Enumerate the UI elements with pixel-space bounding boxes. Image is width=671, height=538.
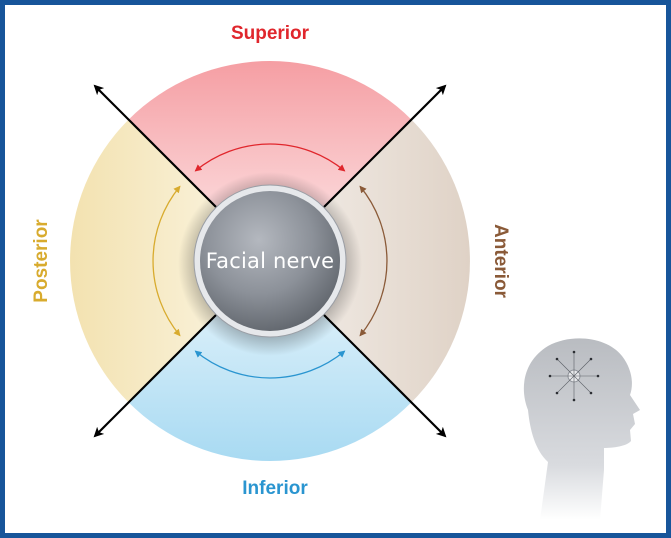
posterior-label: Posterior <box>31 219 52 303</box>
anterior-sector <box>270 119 470 403</box>
posterior-curved-arrow <box>152 185 181 337</box>
inferior-sector <box>128 261 412 461</box>
superior-label: Superior <box>230 23 310 44</box>
inferior-curved-arrow <box>194 350 346 379</box>
inferior-label: Inferior <box>242 478 308 499</box>
posterior-sector <box>70 119 271 403</box>
superior-curved-arrow <box>194 143 346 172</box>
facial-nerve-disc <box>200 191 340 331</box>
anterior-label: Anterior <box>490 224 511 298</box>
superior-sector <box>128 61 412 261</box>
facial-nerve-label: Facial nerve <box>205 249 335 273</box>
anterior-curved-arrow <box>359 185 388 337</box>
head-profile-icon <box>523 338 640 520</box>
